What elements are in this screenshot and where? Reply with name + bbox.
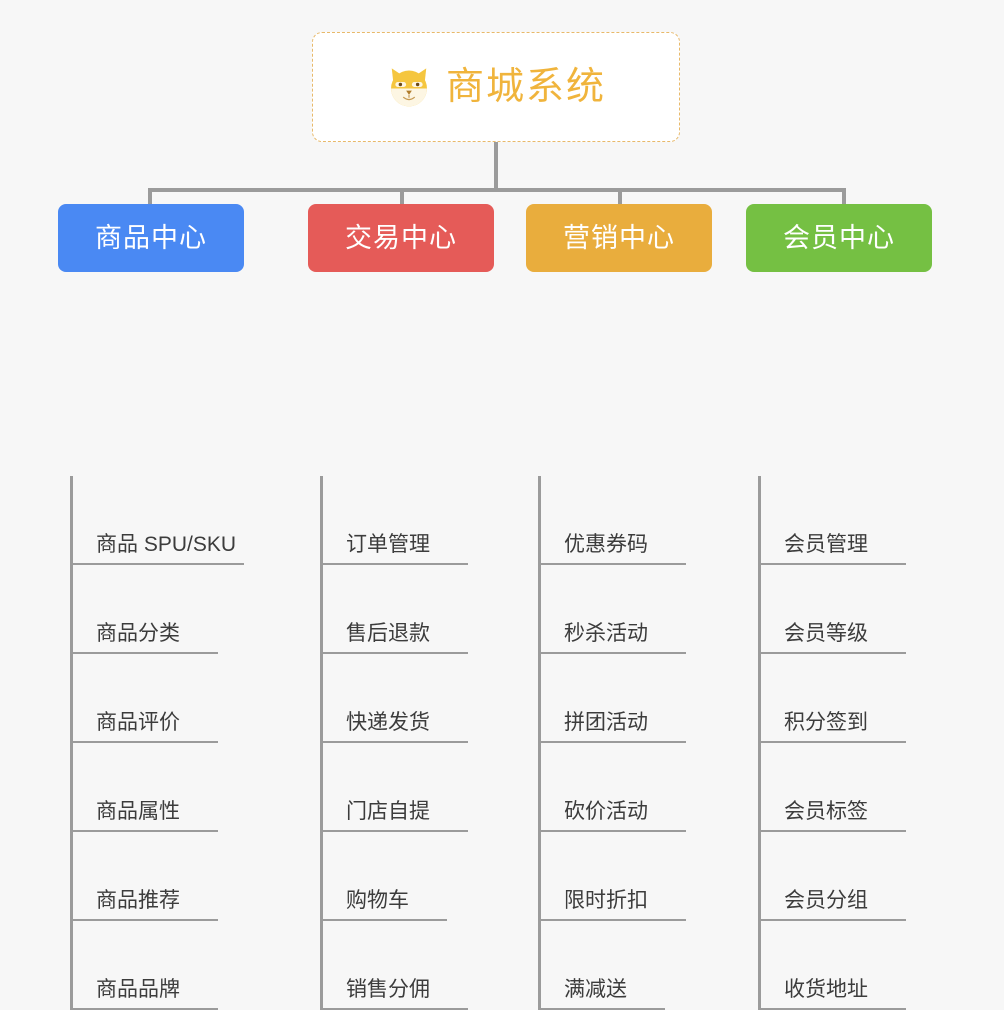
- branch-spine: [320, 476, 323, 1010]
- leaf-item-label: 收货地址: [784, 978, 868, 1001]
- leaf-item[interactable]: 商品分类: [70, 565, 218, 654]
- leaf-item-label: 会员标签: [784, 800, 868, 823]
- leaf-item[interactable]: 会员等级: [758, 565, 906, 654]
- leaf-item[interactable]: 购物车: [320, 832, 447, 921]
- leaf-item[interactable]: 限时折扣: [538, 832, 686, 921]
- branch-spine: [70, 476, 73, 1010]
- branch-column-trade-center: 交易中心 订单管理售后退款快递发货门店自提购物车销售分佣: [308, 204, 494, 1010]
- root-node[interactable]: 商城系统: [312, 32, 680, 142]
- category-label-member-center: 会员中心: [783, 222, 895, 253]
- leaf-item[interactable]: 销售分佣: [320, 921, 468, 1010]
- branch-column-marketing-center: 营销中心 优惠券码秒杀活动拼团活动砍价活动限时折扣满减送: [526, 204, 712, 1010]
- connector-root-stem: [494, 142, 498, 190]
- leaf-item-label: 积分签到: [784, 711, 868, 734]
- connector-drop-4: [842, 188, 846, 210]
- category-label-marketing-center: 营销中心: [563, 222, 675, 253]
- leaf-item[interactable]: 商品品牌: [70, 921, 218, 1010]
- category-box-trade-center[interactable]: 交易中心: [308, 204, 494, 272]
- connector-horizontal-bus: [148, 188, 846, 192]
- leaf-item[interactable]: 会员标签: [758, 743, 906, 832]
- leaf-item-label: 门店自提: [346, 800, 430, 823]
- leaf-item-label: 商品品牌: [96, 978, 180, 1001]
- leaf-list-product-center: 商品 SPU/SKU 商品分类商品评价商品属性商品推荐商品品牌: [70, 476, 244, 1010]
- leaf-item-label: 订单管理: [346, 533, 430, 556]
- leaf-item[interactable]: 会员管理: [758, 476, 906, 565]
- leaf-item[interactable]: 商品属性: [70, 743, 218, 832]
- category-label-trade-center: 交易中心: [345, 222, 457, 253]
- leaf-item-label: 购物车: [346, 889, 409, 912]
- branch-column-member-center: 会员中心 会员管理会员等级积分签到会员标签会员分组收货地址: [746, 204, 932, 1010]
- leaf-item-label: 拼团活动: [564, 711, 648, 734]
- connector-drop-2: [400, 188, 404, 210]
- leaf-item-label: 快递发货: [346, 711, 430, 734]
- leaf-item[interactable]: 商品评价: [70, 654, 218, 743]
- leaf-item[interactable]: 门店自提: [320, 743, 468, 832]
- leaf-item-label: 秒杀活动: [564, 622, 648, 645]
- leaf-item[interactable]: 收货地址: [758, 921, 906, 1010]
- leaf-item-label: 商品分类: [96, 622, 180, 645]
- leaf-item-label: 商品属性: [96, 800, 180, 823]
- category-box-product-center[interactable]: 商品中心: [58, 204, 244, 272]
- leaf-item-label: 会员等级: [784, 622, 868, 645]
- leaf-item-label: 商品 SPU/SKU: [96, 533, 237, 556]
- leaf-item[interactable]: 拼团活动: [538, 654, 686, 743]
- branch-column-product-center: 商品中心 商品 SPU/SKU 商品分类商品评价商品属性商品推荐商品品牌: [58, 204, 244, 1010]
- leaf-item-label: 商品推荐: [96, 889, 180, 912]
- leaf-item[interactable]: 订单管理: [320, 476, 468, 565]
- leaf-item-label: 优惠券码: [564, 533, 648, 556]
- leaf-item-label: 砍价活动: [564, 800, 648, 823]
- shiba-dog-face-icon: [386, 64, 432, 110]
- branch-spine: [758, 476, 761, 1010]
- category-box-marketing-center[interactable]: 营销中心: [526, 204, 712, 272]
- connector-drop-3: [618, 188, 622, 210]
- category-label-product-center: 商品中心: [95, 222, 207, 253]
- leaf-item-label: 满减送: [564, 978, 627, 1001]
- leaf-item[interactable]: 积分签到: [758, 654, 906, 743]
- mindmap-canvas: 商城系统 商品中心 商品 SPU/SKU 商品分类商品评价商品属性商品推荐商品品牌…: [58, 32, 932, 1010]
- leaf-item[interactable]: 商品推荐: [70, 832, 218, 921]
- connector-drop-1: [148, 188, 152, 210]
- leaf-item[interactable]: 满减送: [538, 921, 665, 1010]
- branch-spine: [538, 476, 541, 1010]
- leaf-item-label: 销售分佣: [346, 978, 430, 1001]
- leaf-item[interactable]: 会员分组: [758, 832, 906, 921]
- leaf-item[interactable]: 售后退款: [320, 565, 468, 654]
- leaf-item[interactable]: 砍价活动: [538, 743, 686, 832]
- category-box-member-center[interactable]: 会员中心: [746, 204, 932, 272]
- leaf-item[interactable]: 秒杀活动: [538, 565, 686, 654]
- leaf-item[interactable]: 快递发货: [320, 654, 468, 743]
- leaf-item-label: 限时折扣: [564, 889, 648, 912]
- leaf-item[interactable]: 商品 SPU/SKU: [70, 476, 244, 565]
- leaf-list-marketing-center: 优惠券码秒杀活动拼团活动砍价活动限时折扣满减送: [538, 476, 712, 1010]
- leaf-item-label: 会员分组: [784, 889, 868, 912]
- leaf-list-trade-center: 订单管理售后退款快递发货门店自提购物车销售分佣: [320, 476, 494, 1010]
- leaf-item-label: 售后退款: [346, 622, 430, 645]
- leaf-item[interactable]: 优惠券码: [538, 476, 686, 565]
- root-title: 商城系统: [445, 66, 606, 108]
- leaf-item-label: 会员管理: [784, 533, 868, 556]
- leaf-list-member-center: 会员管理会员等级积分签到会员标签会员分组收货地址: [758, 476, 932, 1010]
- leaf-item-label: 商品评价: [96, 711, 180, 734]
